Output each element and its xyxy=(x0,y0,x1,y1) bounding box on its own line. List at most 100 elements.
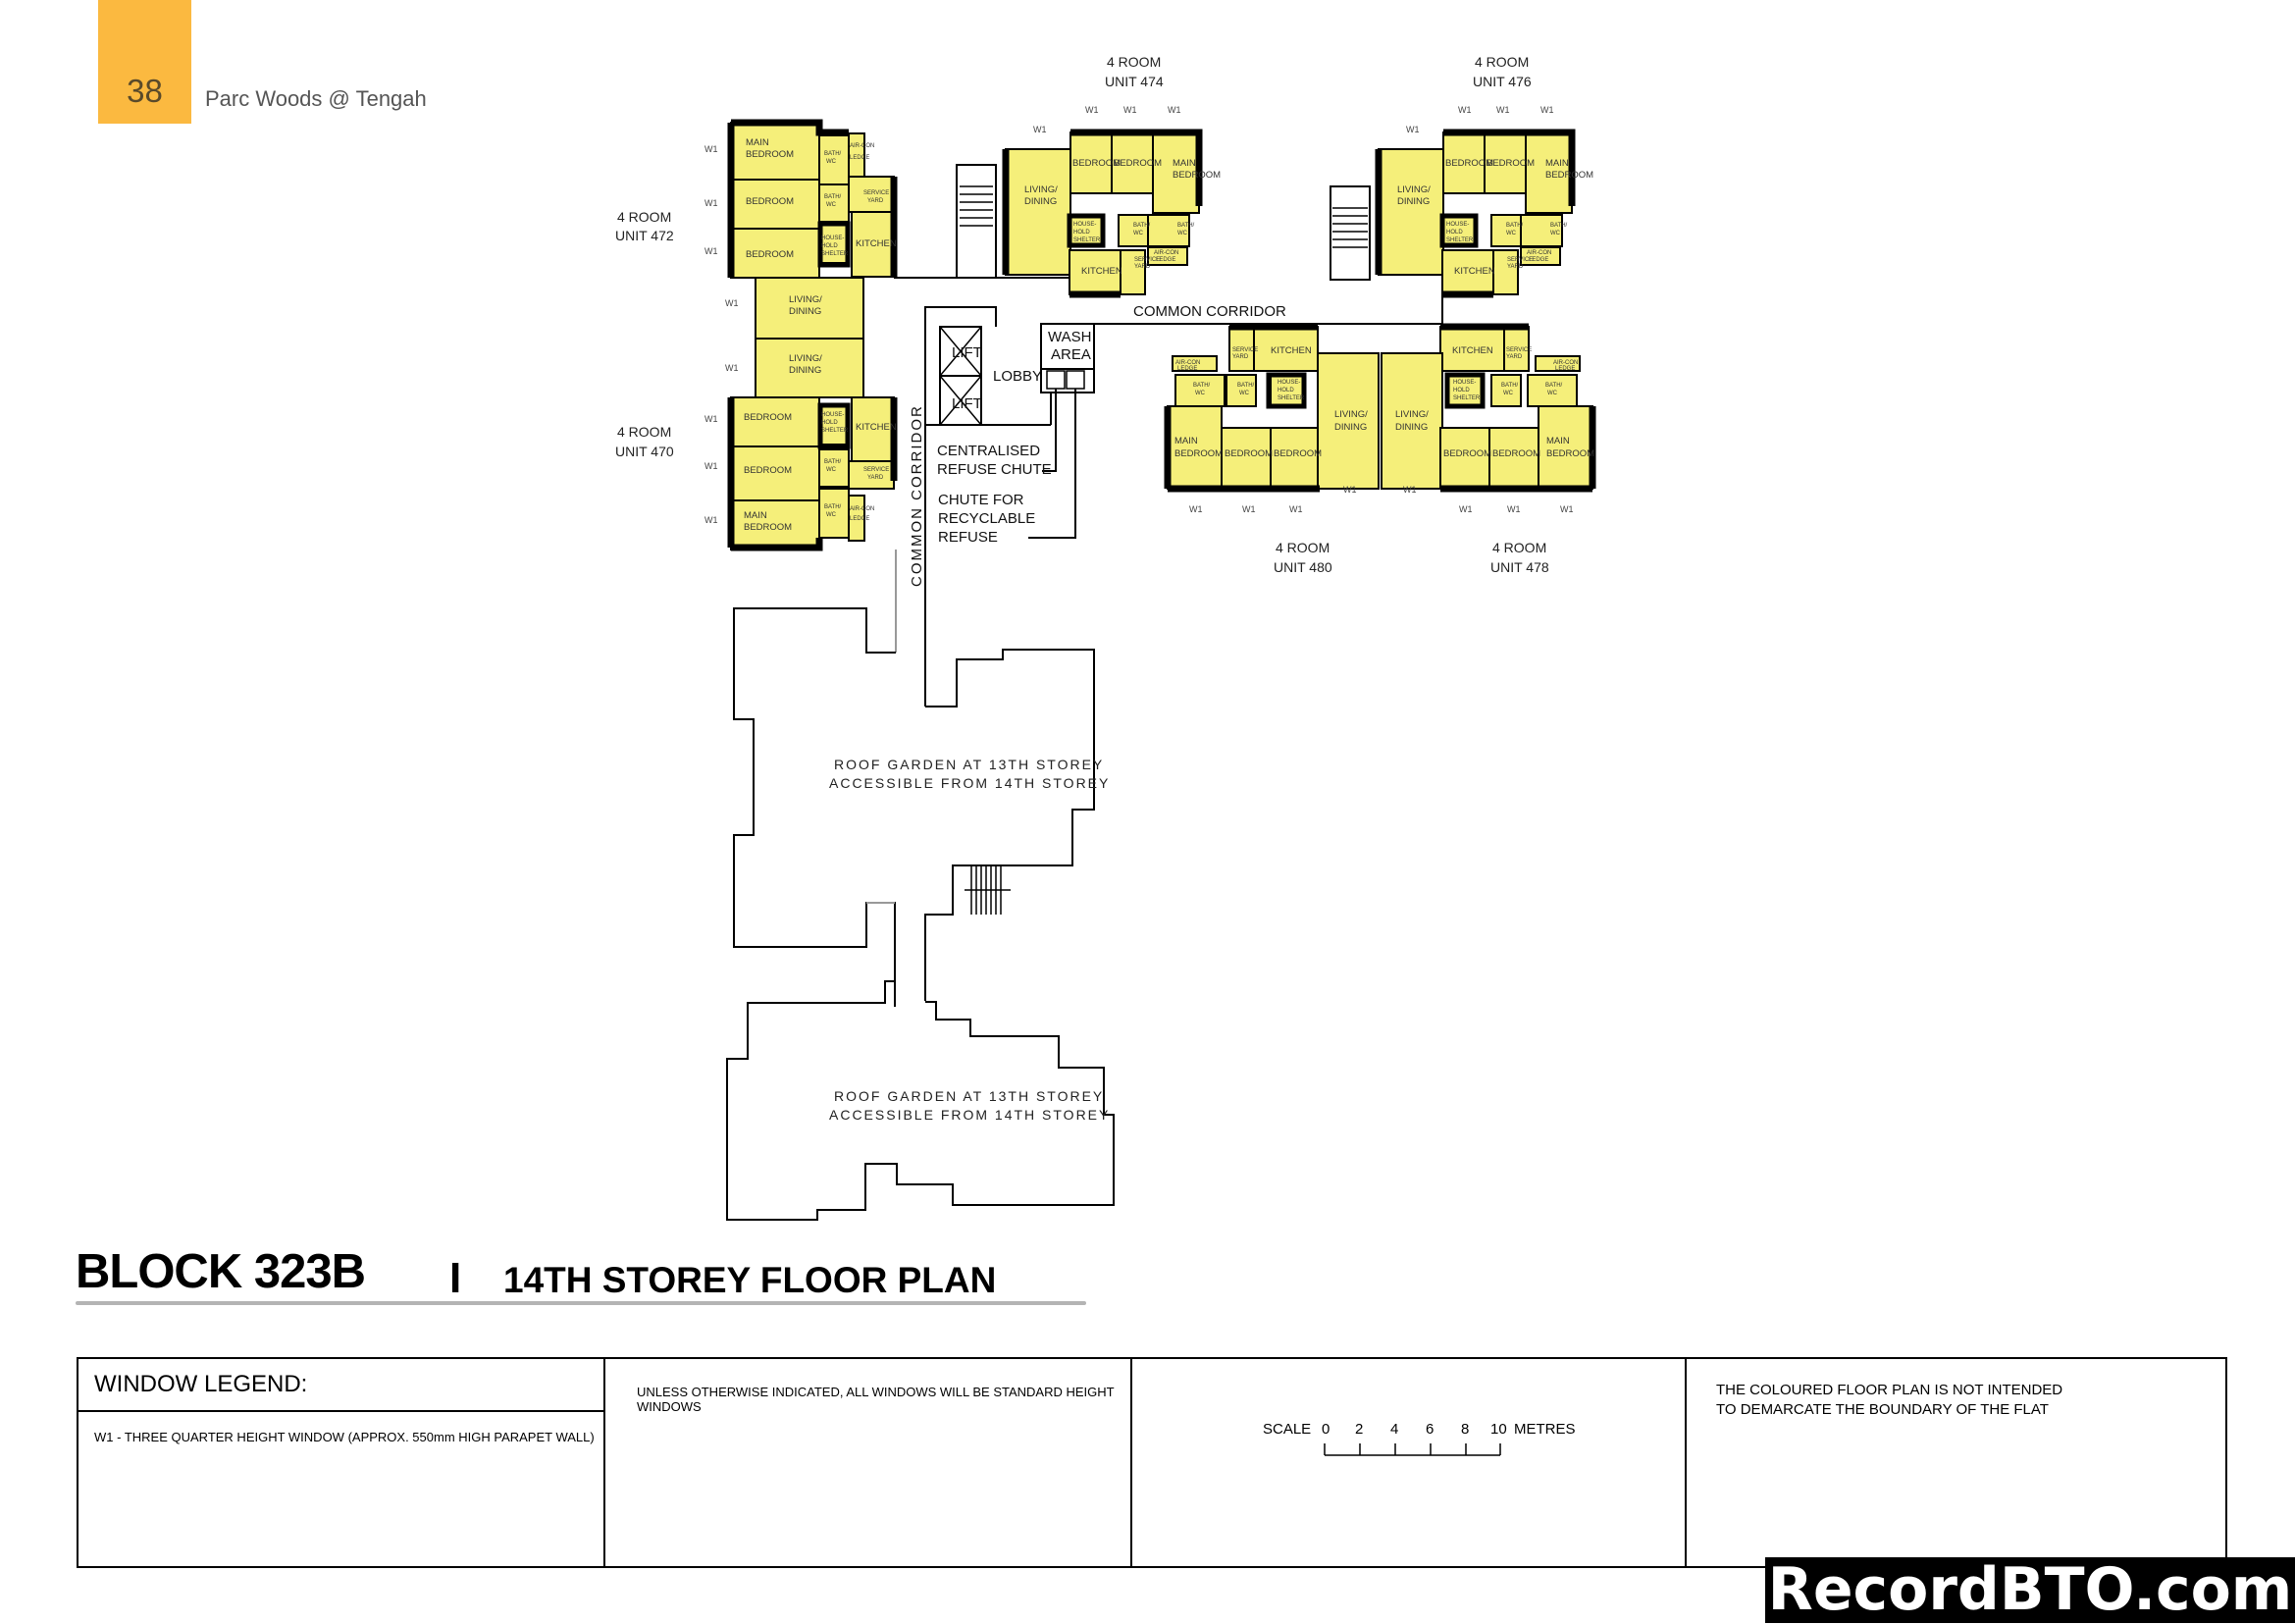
svg-text:CHUTE FOR: CHUTE FOR xyxy=(938,492,1024,508)
svg-text:BEDROOM: BEDROOM xyxy=(744,465,792,476)
standard-window-note-cell: UNLESS OTHERWISE INDICATED, ALL WINDOWS … xyxy=(605,1359,1132,1566)
svg-text:LIVING/: LIVING/ xyxy=(789,353,822,364)
floor-plan-disclaimer: THE COLOURED FLOOR PLAN IS NOT INTENDED … xyxy=(1687,1359,2225,1420)
svg-text:BEDROOM: BEDROOM xyxy=(744,522,792,533)
svg-text:SHELTER: SHELTER xyxy=(821,428,849,434)
svg-text:UNIT 476: UNIT 476 xyxy=(1473,74,1532,89)
svg-text:HOUSE-: HOUSE- xyxy=(821,412,844,418)
svg-text:SHELTER: SHELTER xyxy=(821,251,849,257)
svg-text:LEDGE: LEDGE xyxy=(1529,257,1548,263)
svg-text:W1: W1 xyxy=(704,414,718,424)
svg-text:BEDROOM: BEDROOM xyxy=(1072,158,1121,169)
svg-text:W1: W1 xyxy=(704,144,718,154)
unit-480: AIR-CON LEDGE SERVICE YARD KITCHEN BATH/… xyxy=(1164,323,1380,575)
svg-text:BATH/: BATH/ xyxy=(824,151,842,157)
svg-text:W1: W1 xyxy=(1496,105,1510,115)
svg-text:BEDROOM: BEDROOM xyxy=(746,149,794,160)
svg-text:WASH: WASH xyxy=(1048,329,1091,345)
svg-text:BEDROOM: BEDROOM xyxy=(1545,170,1593,181)
svg-text:LIVING/: LIVING/ xyxy=(1397,184,1431,195)
svg-text:UNIT 480: UNIT 480 xyxy=(1274,559,1332,575)
svg-text:6: 6 xyxy=(1426,1421,1434,1438)
svg-text:LOBBY: LOBBY xyxy=(993,368,1042,385)
svg-text:SHELTER: SHELTER xyxy=(1453,395,1481,401)
svg-text:AIR-CON: AIR-CON xyxy=(1527,250,1551,256)
svg-text:BATH/: BATH/ xyxy=(824,504,842,510)
document-title: Parc Woods @ Tengah xyxy=(205,86,427,111)
svg-text:KITCHEN: KITCHEN xyxy=(1081,266,1122,277)
svg-text:W1: W1 xyxy=(1289,504,1303,514)
svg-text:LEDGE: LEDGE xyxy=(1156,257,1175,263)
svg-text:BEDROOM: BEDROOM xyxy=(1174,448,1223,459)
disclaimer-line-1: THE COLOURED FLOOR PLAN IS NOT INTENDED xyxy=(1716,1382,2063,1398)
svg-text:KITCHEN: KITCHEN xyxy=(1452,345,1493,356)
svg-text:SERVICE: SERVICE xyxy=(1232,347,1258,353)
svg-text:AIR-CON: AIR-CON xyxy=(1175,360,1200,366)
svg-text:HOLD: HOLD xyxy=(1446,230,1463,236)
svg-text:MAIN: MAIN xyxy=(744,510,767,521)
svg-text:UNIT 472: UNIT 472 xyxy=(615,228,674,243)
svg-text:WC: WC xyxy=(826,467,837,473)
svg-text:SHELTER: SHELTER xyxy=(1446,237,1474,243)
svg-text:BATH/: BATH/ xyxy=(1506,223,1524,229)
svg-text:HOUSE-: HOUSE- xyxy=(1073,222,1096,228)
floor-plan-subtitle: 14TH STOREY FLOOR PLAN xyxy=(503,1260,997,1300)
svg-text:WC: WC xyxy=(1503,391,1514,396)
svg-text:DINING: DINING xyxy=(1334,422,1367,433)
svg-text:W1: W1 xyxy=(1085,105,1099,115)
svg-text:LIVING/: LIVING/ xyxy=(789,294,822,305)
unit-470: LIVING/ DINING BEDROOM BEDROOM MAIN BEDR… xyxy=(615,338,898,551)
svg-text:W1: W1 xyxy=(1123,105,1137,115)
svg-text:SERVICE: SERVICE xyxy=(1507,257,1533,263)
svg-text:ACCESSIBLE FROM 14TH STOREY: ACCESSIBLE FROM 14TH STOREY xyxy=(829,775,1110,791)
title-underline xyxy=(76,1301,1086,1305)
svg-text:YARD: YARD xyxy=(867,198,884,204)
unit-478: KITCHEN SERVICE YARD AIR-CON LEDGE HOUSE… xyxy=(1381,323,1596,575)
svg-text:SERVICE: SERVICE xyxy=(863,467,889,473)
svg-text:LEDGE: LEDGE xyxy=(850,516,869,522)
svg-text:BEDROOM: BEDROOM xyxy=(746,196,794,207)
svg-text:LEDGE: LEDGE xyxy=(1177,366,1197,372)
svg-text:BATH/: BATH/ xyxy=(1133,223,1151,229)
svg-text:BEDROOM: BEDROOM xyxy=(1487,158,1535,169)
svg-text:DINING: DINING xyxy=(1397,196,1430,207)
svg-text:SERVICE: SERVICE xyxy=(1134,257,1160,263)
svg-text:W1: W1 xyxy=(1242,504,1256,514)
svg-text:BATH/: BATH/ xyxy=(1550,223,1568,229)
svg-text:WC: WC xyxy=(1133,231,1144,236)
svg-text:SHELTER: SHELTER xyxy=(1073,237,1101,243)
svg-text:W1: W1 xyxy=(1560,504,1574,514)
svg-text:HOUSE-: HOUSE- xyxy=(821,236,844,241)
svg-text:BATH/: BATH/ xyxy=(1545,383,1563,389)
svg-text:HOLD: HOLD xyxy=(821,243,838,249)
title-separator: I xyxy=(449,1254,462,1302)
svg-text:UNIT 470: UNIT 470 xyxy=(615,444,674,459)
svg-text:KITCHEN: KITCHEN xyxy=(856,422,897,433)
svg-text:LEDGE: LEDGE xyxy=(1555,366,1575,372)
svg-text:MAIN: MAIN xyxy=(1546,436,1570,446)
svg-text:RECYCLABLE: RECYCLABLE xyxy=(938,510,1035,527)
svg-text:WC: WC xyxy=(826,159,837,165)
svg-text:BEDROOM: BEDROOM xyxy=(1443,448,1491,459)
svg-text:KITCHEN: KITCHEN xyxy=(1454,266,1495,277)
svg-text:SHELTER: SHELTER xyxy=(1278,395,1305,401)
disclaimer-line-2: TO DEMARCATE THE BOUNDARY OF THE FLAT xyxy=(1716,1401,2049,1418)
svg-text:REFUSE: REFUSE xyxy=(938,529,998,546)
svg-text:MAIN: MAIN xyxy=(1545,158,1569,169)
svg-text:W1: W1 xyxy=(1403,485,1417,495)
svg-text:W1: W1 xyxy=(1507,504,1521,514)
svg-text:BEDROOM: BEDROOM xyxy=(1445,158,1493,169)
svg-text:AIR-CON: AIR-CON xyxy=(850,143,874,149)
svg-text:W1: W1 xyxy=(704,246,718,256)
svg-text:W1: W1 xyxy=(1540,105,1554,115)
roof-garden-upper: ROOF GARDEN AT 13TH STOREY ACCESSIBLE FR… xyxy=(733,607,1110,1007)
svg-text:4 ROOM: 4 ROOM xyxy=(1107,54,1161,70)
svg-text:BATH/: BATH/ xyxy=(824,194,842,200)
svg-text:W1: W1 xyxy=(1458,105,1472,115)
svg-text:AIR-CON: AIR-CON xyxy=(850,506,874,512)
svg-text:HOLD: HOLD xyxy=(821,420,838,426)
svg-text:AREA: AREA xyxy=(1051,346,1091,363)
page-number: 38 xyxy=(127,73,163,109)
svg-text:LIVING/: LIVING/ xyxy=(1024,184,1058,195)
svg-text:W1: W1 xyxy=(725,298,739,308)
